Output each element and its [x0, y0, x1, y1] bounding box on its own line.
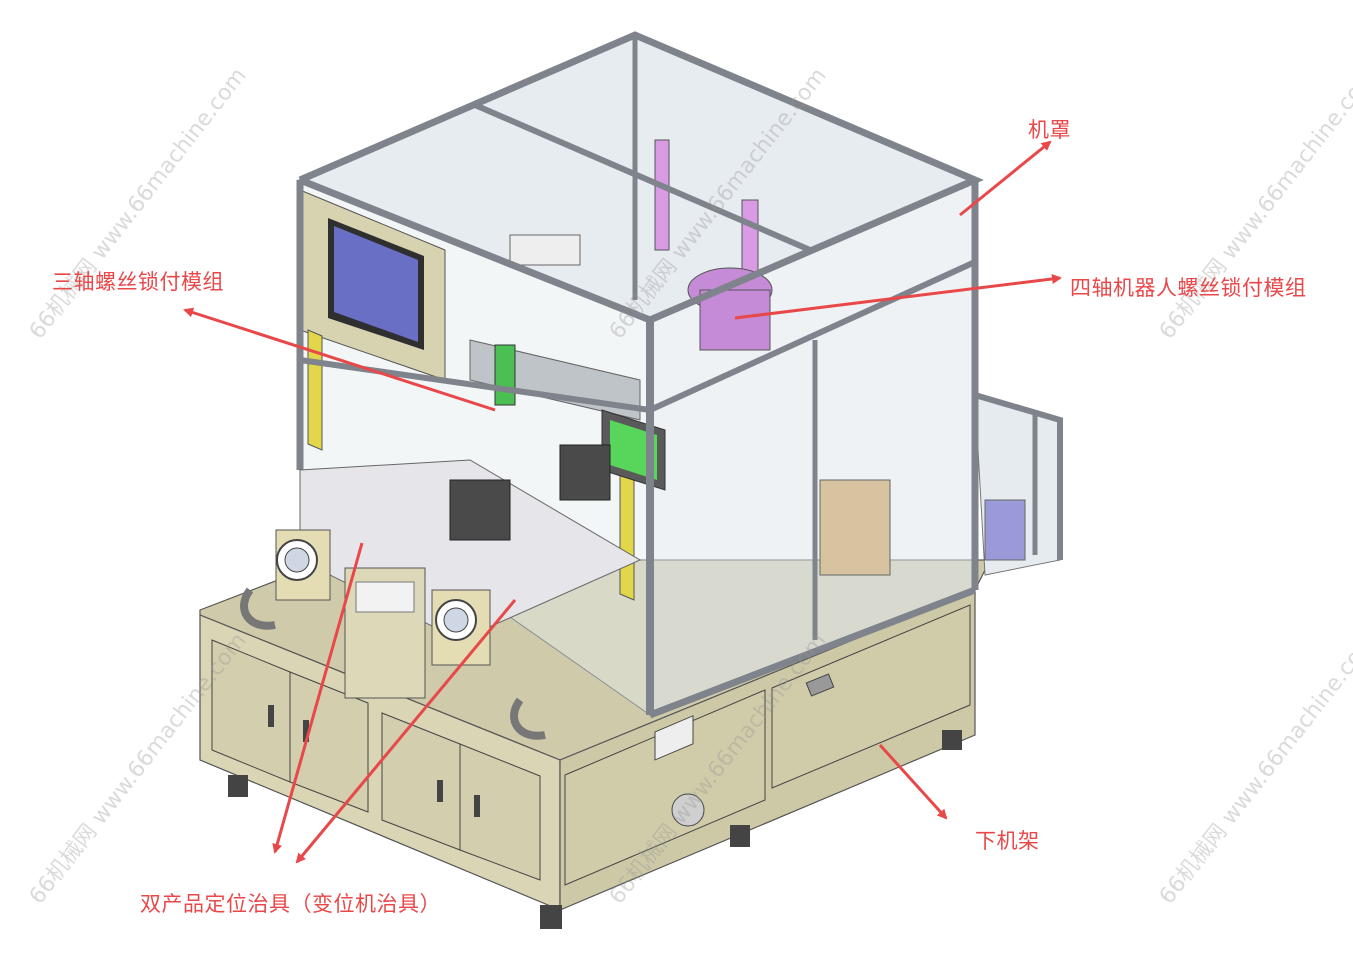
arrow-hood	[959, 140, 1052, 217]
arrow-lower-frame	[878, 743, 948, 820]
label-lower-frame: 下机架	[975, 829, 1040, 853]
side-conveyor	[974, 392, 1063, 576]
arrow-fixture-1	[272, 542, 364, 854]
label-fixture: 双产品定位治具（变位机治具）	[140, 892, 441, 916]
arrow-four-axis	[734, 274, 1062, 320]
annotation-arrows	[183, 140, 1062, 864]
fixtures	[240, 444, 642, 740]
label-hood: 机罩	[1028, 118, 1071, 142]
label-four-axis-robot-module: 四轴机器人螺丝锁付模组	[1070, 276, 1307, 300]
arrow-three-axis	[183, 307, 496, 412]
label-three-axis-module: 三轴螺丝锁付模组	[52, 270, 224, 294]
arrow-fixture-2	[295, 599, 517, 864]
